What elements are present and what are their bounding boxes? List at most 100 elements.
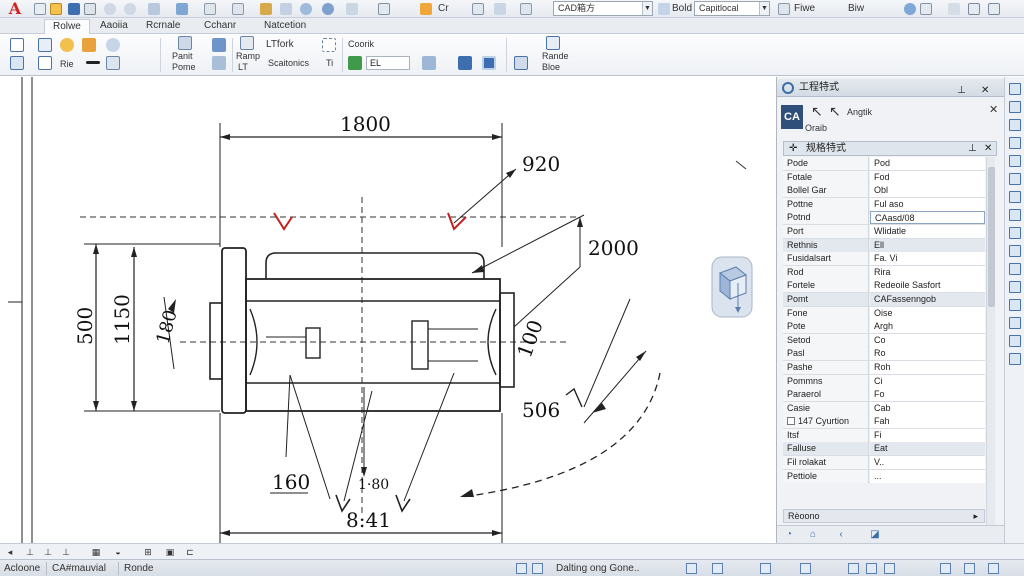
app-logo[interactable]: A <box>8 0 22 18</box>
property-value[interactable]: Fah <box>870 415 985 429</box>
ribbon-label-scaitonics[interactable]: Scaitonics <box>268 58 310 68</box>
view-cube-icon[interactable] <box>710 255 758 319</box>
dim-920[interactable]: 920 <box>522 152 560 176</box>
zoom-icon[interactable] <box>300 3 312 15</box>
dim-160[interactable]: 160 <box>272 470 310 494</box>
pin-icon[interactable]: ⊥ <box>968 143 977 154</box>
tool-icon[interactable] <box>1009 209 1021 221</box>
dash-icon[interactable] <box>86 61 100 64</box>
qat-item-bold[interactable]: Bold <box>672 3 693 14</box>
close-icon[interactable] <box>988 3 1000 15</box>
qat-item-fiwe[interactable]: Fiwe <box>794 3 816 14</box>
property-value[interactable]: CAFassenngob <box>870 292 985 306</box>
ribbon-label-pome[interactable]: Pome <box>172 62 196 72</box>
tool-icon[interactable] <box>1009 353 1021 365</box>
minimize-icon[interactable] <box>948 3 960 15</box>
open-icon[interactable] <box>50 3 62 15</box>
layer-state-icon[interactable] <box>348 56 362 70</box>
polyline-icon[interactable] <box>10 56 24 70</box>
tool-icon[interactable] <box>1009 83 1021 95</box>
layer-dropdown[interactable]: EL <box>366 56 410 70</box>
status-item-ronde[interactable]: Ronde <box>124 563 154 574</box>
datum-marker[interactable] <box>447 212 467 231</box>
tool-icon[interactable] <box>1009 299 1021 311</box>
tab-home[interactable]: Rolwe <box>44 19 90 34</box>
lineweight-icon[interactable]: ⊏ <box>186 547 194 557</box>
ribbon-label-rande[interactable]: Rande <box>542 51 569 61</box>
layer-lock-icon[interactable] <box>458 56 472 70</box>
align-icon[interactable] <box>212 56 226 70</box>
close-icon[interactable]: ✕ <box>981 85 990 96</box>
ribbon-label-ramp[interactable]: Ramp <box>236 51 261 61</box>
dim-bottom[interactable]: 8:41 <box>346 508 391 532</box>
property-value[interactable]: Redeoile Sasfort <box>870 279 985 293</box>
property-value[interactable]: Fa. Vi <box>870 252 985 266</box>
cursor-icon[interactable] <box>472 3 484 15</box>
status-icon[interactable] <box>940 563 951 574</box>
part-boss-right[interactable] <box>499 292 515 388</box>
arrow-icon[interactable]: ↖ <box>811 103 823 119</box>
property-value[interactable]: Fod <box>870 170 985 184</box>
window-icon[interactable] <box>968 3 980 15</box>
match-icon[interactable] <box>148 3 160 15</box>
drawing-canvas[interactable]: 1800 500 1150 180 <box>0 77 776 543</box>
status-icon[interactable] <box>964 563 975 574</box>
dim-500[interactable]: 500 <box>73 307 97 345</box>
property-value[interactable]: ... <box>870 469 985 483</box>
table-icon[interactable] <box>38 38 52 52</box>
workspace-dropdown[interactable]: CAD箱方 ▼ <box>553 1 653 16</box>
block-icon[interactable] <box>546 36 560 50</box>
circle-icon[interactable] <box>38 56 52 70</box>
property-value[interactable]: V.. <box>870 456 985 470</box>
property-value[interactable]: Oise <box>870 306 985 320</box>
tab-format[interactable]: Rcrnale <box>146 20 181 31</box>
tool-icon[interactable] <box>1009 227 1021 239</box>
tool-icon[interactable] <box>1009 101 1021 113</box>
snap-icon[interactable] <box>494 3 506 15</box>
tool-icon[interactable] <box>1009 281 1021 293</box>
line-icon[interactable] <box>10 38 24 52</box>
ribbon-label-panit[interactable]: Panit <box>172 51 193 61</box>
rotate-icon[interactable] <box>106 38 120 52</box>
help-icon[interactable] <box>904 3 916 15</box>
tab-selection[interactable]: Natcetion <box>264 20 307 31</box>
tool-icon[interactable] <box>1009 245 1021 257</box>
property-value[interactable]: Ci <box>870 374 985 388</box>
paint-icon[interactable] <box>178 36 192 50</box>
status-icon[interactable] <box>760 563 771 574</box>
download-icon[interactable] <box>212 38 226 52</box>
paste-icon[interactable] <box>260 3 272 15</box>
style-dropdown[interactable]: Capitlocal ▼ <box>694 1 770 16</box>
home-icon[interactable]: ⌂ <box>809 529 817 540</box>
arrow-icon[interactable]: ↖ <box>829 103 841 119</box>
layer-icon[interactable] <box>176 3 188 15</box>
pencil-icon[interactable] <box>82 38 96 52</box>
dim-506[interactable]: 506 <box>522 398 560 422</box>
refresh-icon[interactable]: ◔ <box>785 529 793 540</box>
arc-dimension[interactable] <box>461 372 661 498</box>
redo-icon[interactable] <box>124 3 136 15</box>
property-value[interactable]: Wlidatle <box>870 224 985 238</box>
osnap-icon[interactable]: ⊞ <box>144 547 152 557</box>
status-icon[interactable] <box>884 563 895 574</box>
drawing-svg[interactable]: 1800 500 1150 180 <box>0 77 776 543</box>
snap-tool-icon[interactable]: ⊥ <box>44 547 52 557</box>
cloud-icon[interactable] <box>60 38 74 52</box>
style-icon[interactable] <box>658 3 670 15</box>
property-value[interactable]: Rira <box>870 265 985 279</box>
ribbon-label-ltfork[interactable]: LTfork <box>266 39 294 50</box>
tool-icon[interactable] <box>1009 317 1021 329</box>
